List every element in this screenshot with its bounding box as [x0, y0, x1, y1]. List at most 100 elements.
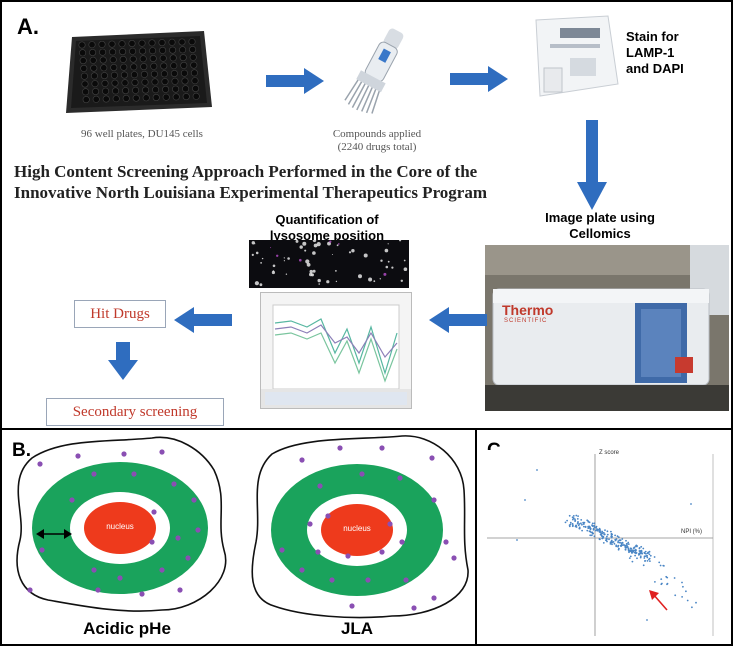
scatter-point [582, 523, 585, 525]
lysosome-dot [365, 577, 371, 583]
cellomics-instrument-image [485, 245, 729, 411]
cell-spot [251, 241, 255, 245]
cell-spot [272, 264, 276, 268]
scatter-point [577, 524, 580, 527]
cell-spot [260, 262, 262, 264]
cell-spot [329, 240, 332, 243]
well [102, 95, 110, 103]
scatter-point [658, 561, 661, 564]
scatter-point [611, 533, 613, 536]
scatter-point [572, 524, 574, 527]
well [128, 40, 136, 48]
scatter-point [578, 523, 581, 525]
well [149, 54, 157, 62]
cell-spot [317, 278, 321, 283]
lysosome-dot [91, 567, 97, 573]
well [180, 61, 188, 69]
scatter-point [575, 526, 578, 528]
well [131, 78, 139, 86]
scatter-point [592, 528, 595, 531]
well [168, 38, 176, 46]
well [99, 56, 107, 64]
cell-spot [399, 240, 402, 242]
well [102, 87, 110, 95]
scatter-point [609, 543, 612, 545]
well [179, 46, 187, 54]
flow-arrow-down-2 [108, 342, 138, 380]
well [79, 49, 87, 57]
well [189, 53, 197, 61]
scatter-point [640, 545, 643, 548]
scatter-point [581, 523, 583, 526]
scatter-point [634, 545, 637, 547]
well [129, 55, 137, 63]
scatter-point [648, 550, 651, 553]
well [139, 47, 147, 55]
scatter-point [631, 560, 634, 563]
scatter-point [632, 550, 635, 553]
scatter-point [685, 590, 687, 593]
scatter-point [606, 533, 609, 536]
cell-spot [312, 269, 316, 273]
scatter-point [639, 552, 642, 555]
well [99, 48, 107, 56]
well [189, 45, 197, 53]
cell-spot [363, 253, 368, 258]
scatter-point [617, 548, 620, 551]
scatter-point [644, 560, 646, 562]
scatter-point [646, 552, 649, 555]
scatter-point [646, 556, 649, 559]
lysosome-dot [399, 539, 405, 545]
lysosome-dot [149, 539, 155, 545]
scatter-point [682, 585, 684, 588]
flow-arrow-right-2 [450, 66, 508, 92]
caption-plates: 96 well plates, DU145 cells [81, 128, 203, 140]
well [130, 71, 138, 79]
scatter-point [572, 517, 575, 519]
cell-spot [305, 259, 310, 264]
scatter-point [608, 538, 610, 541]
scatter-point [589, 528, 592, 531]
scatter-point [627, 543, 630, 545]
nucleus-left [84, 502, 156, 554]
scatter-point [643, 557, 646, 559]
scatter-point [604, 529, 606, 531]
instrument-brand: Thermo [502, 302, 554, 318]
scatter-point [580, 519, 583, 521]
well [118, 40, 126, 48]
lysosome-dot [411, 605, 417, 611]
well [172, 93, 180, 101]
scatter-point [574, 519, 577, 522]
scatter-point [660, 578, 663, 580]
scatter-point [603, 533, 606, 536]
well [139, 55, 147, 63]
cell-spot [384, 248, 389, 253]
well [90, 64, 98, 72]
scatter-point [614, 539, 617, 542]
scatter-point [661, 582, 663, 585]
well [162, 93, 170, 101]
scatter-plot [485, 450, 721, 636]
lysosome-dot [337, 445, 343, 451]
scatter-point [633, 547, 636, 549]
well [141, 78, 149, 86]
scatter-point [583, 525, 585, 528]
scatter-point [620, 545, 622, 547]
scatter-point [584, 526, 587, 528]
well [88, 41, 96, 49]
panel-b-label: B. [12, 440, 31, 461]
cell-spot [302, 241, 307, 246]
scatter-point [690, 503, 692, 505]
well [152, 86, 160, 94]
well [170, 62, 178, 70]
scatter-point [611, 543, 613, 546]
nucleus-label-left: nucleus [106, 522, 134, 531]
lysosome-dot [151, 509, 157, 515]
cell-spot [358, 274, 362, 279]
well [150, 62, 158, 70]
well [159, 46, 167, 54]
scatter-point [568, 514, 571, 517]
lysosome-dot [403, 577, 409, 583]
well [160, 62, 168, 70]
cell-spot [309, 269, 313, 274]
